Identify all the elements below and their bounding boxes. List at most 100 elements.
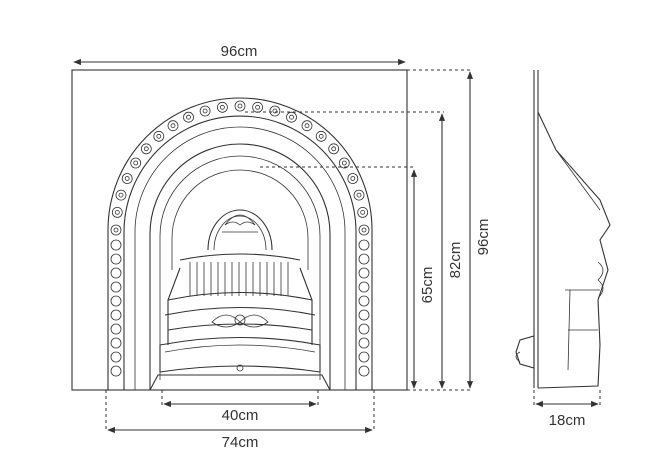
canopy-hood <box>207 209 273 251</box>
basket-bars <box>189 262 289 296</box>
rosette <box>357 206 369 218</box>
basket-ornament <box>211 314 269 328</box>
rosette-center <box>255 104 261 110</box>
rosette <box>286 111 297 123</box>
rosette-center <box>356 192 362 198</box>
rosette <box>110 253 122 265</box>
basket-front-rail-3 <box>167 323 313 331</box>
ash-pan-knob <box>236 364 244 372</box>
rosette-center <box>219 104 225 110</box>
side-basket-scroll <box>597 261 604 299</box>
dimension-depth: 18cm <box>535 400 599 429</box>
rosette <box>110 351 122 363</box>
dimension-overall-height: 96cm <box>466 71 492 389</box>
dimension-insert-width: 74cm <box>107 426 373 451</box>
rosette <box>110 267 122 279</box>
ash-pan-ridge <box>164 344 316 353</box>
rosette-center <box>341 160 347 166</box>
rosette-center <box>114 209 120 215</box>
dimension-opening-width: 40cm <box>163 400 317 424</box>
rosette-center <box>170 123 176 129</box>
rosette-center <box>118 192 124 198</box>
rosette <box>110 239 122 251</box>
rosette-center <box>237 103 243 109</box>
side-front-foot <box>515 335 535 369</box>
rosette-center <box>133 160 139 166</box>
rosette <box>110 295 122 307</box>
rosette <box>110 365 122 377</box>
rosette-center <box>186 114 191 120</box>
rosette <box>110 323 122 335</box>
dimension-overall-width: 96cm <box>73 43 406 66</box>
arch-frame-1 <box>134 126 346 390</box>
rosette <box>234 100 246 112</box>
side-profile <box>537 111 611 389</box>
rosette <box>199 105 211 117</box>
rosette <box>153 130 165 142</box>
side-front-foot-curl <box>515 351 521 363</box>
dimension-arch-height: 82cm <box>438 113 464 389</box>
side-view <box>515 70 611 389</box>
rosette <box>358 351 370 363</box>
back-plate <box>71 69 408 391</box>
rosette-center <box>202 108 208 114</box>
arch-frame-2 <box>149 143 331 390</box>
rosette-center <box>318 133 324 139</box>
canopy-ornament <box>224 214 256 226</box>
basket-front-rail-1 <box>167 291 313 301</box>
rosette-center <box>304 123 310 129</box>
basket-front-rail-2 <box>164 306 316 316</box>
rosette <box>252 101 264 113</box>
rosette <box>167 120 179 132</box>
rosette <box>269 105 281 117</box>
label-insert-width: 74cm <box>222 434 259 451</box>
rosette-center <box>272 108 278 114</box>
hearth-base <box>149 374 331 391</box>
label-overall-height: 96cm <box>475 219 492 256</box>
rosette <box>358 323 370 335</box>
rosette <box>301 120 313 132</box>
rosette-center <box>289 114 294 120</box>
rosette <box>358 365 370 377</box>
arch-frame-3 <box>159 155 321 380</box>
ash-pan <box>159 336 321 373</box>
outer-arch <box>107 97 373 390</box>
rosette <box>347 173 359 184</box>
canopy-hood-inner <box>213 215 267 251</box>
label-opening-height: 65cm <box>419 267 436 304</box>
rosette <box>140 143 152 155</box>
rosette-center <box>361 227 367 233</box>
rosette <box>121 173 133 184</box>
rosette <box>110 224 122 236</box>
basket-top-rail <box>179 253 301 261</box>
label-depth: 18cm <box>549 412 586 429</box>
basket-ornament-center <box>234 314 246 326</box>
rosette <box>111 206 123 218</box>
rosette-center <box>143 146 149 152</box>
rosette <box>183 111 194 123</box>
opening-arch <box>171 169 309 270</box>
rosette <box>110 337 122 349</box>
rosette <box>358 337 370 349</box>
basket-sides <box>167 267 313 345</box>
rosette-center <box>360 209 366 215</box>
rosette <box>115 189 127 201</box>
rosette <box>315 130 327 142</box>
rosette-center <box>156 133 162 139</box>
rosette <box>216 101 228 113</box>
rosette-center <box>124 176 130 181</box>
front-view <box>71 69 408 391</box>
arch-rosette-band <box>110 100 370 377</box>
label-overall-width: 96cm <box>221 43 258 60</box>
rosette <box>358 253 370 265</box>
rosette <box>110 281 122 293</box>
rosette <box>328 143 340 155</box>
rosette <box>358 224 370 236</box>
rosette <box>353 189 365 201</box>
label-arch-height: 82cm <box>447 242 464 279</box>
side-detail-lines <box>555 149 601 371</box>
label-opening-width: 40cm <box>222 407 259 424</box>
rosette-center <box>350 176 356 181</box>
rosette <box>338 157 350 169</box>
